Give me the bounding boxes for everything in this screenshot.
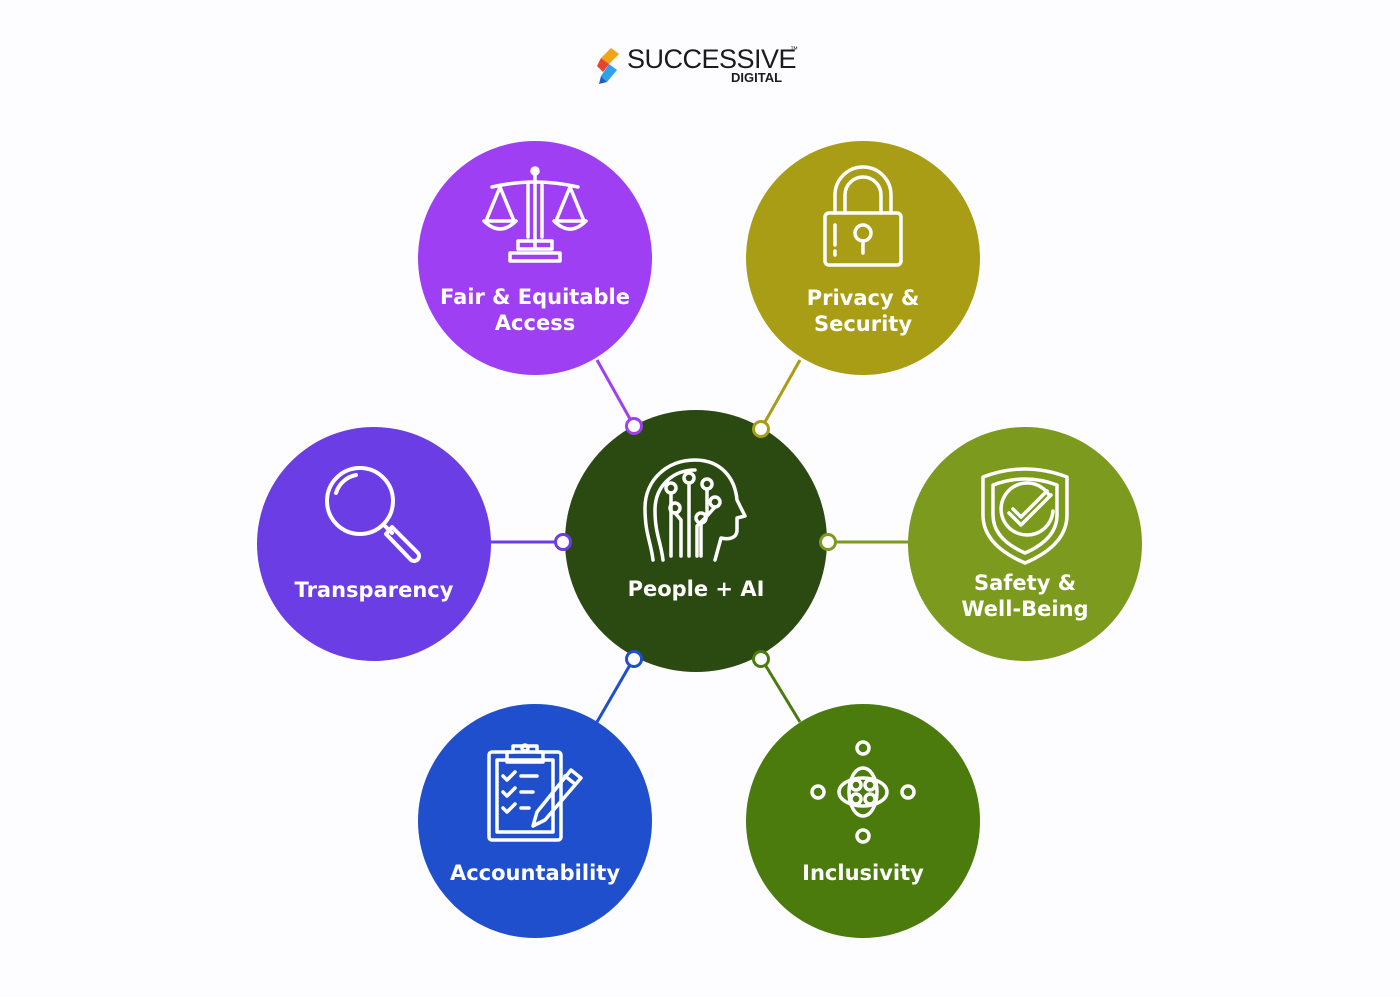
label-line: Transparency xyxy=(294,578,454,602)
connector-dot-safety xyxy=(819,533,837,551)
logo-trademark: ™ xyxy=(790,45,798,54)
ai-head-icon xyxy=(643,458,747,562)
principle-privacy-security: Privacy & Security xyxy=(746,141,980,375)
connector-inclusivity xyxy=(759,657,802,723)
label-line: Well-Being xyxy=(961,597,1089,621)
logo-mark-icon xyxy=(597,48,619,84)
principle-inclusivity: Inclusivity xyxy=(746,704,980,938)
principle-transparency: Transparency xyxy=(257,427,491,661)
logo-name: SUCCESSIVE xyxy=(627,44,797,74)
shield-check-icon xyxy=(981,467,1069,565)
label-line: Security xyxy=(813,312,913,336)
principle-safety-well-being: Safety & Well-Being xyxy=(908,427,1142,661)
connector-accountability xyxy=(595,657,636,723)
label-line: Fair & Equitable xyxy=(440,285,630,309)
label-line: Access xyxy=(494,311,576,335)
label-line: Safety & xyxy=(973,571,1077,595)
connected-circles-icon xyxy=(810,740,916,844)
principle-label: Privacy & Security xyxy=(746,285,980,337)
principle-label: Fair & Equitable Access xyxy=(418,284,652,336)
connector-fair xyxy=(595,359,636,427)
padlock-icon xyxy=(823,165,903,267)
scales-icon xyxy=(482,166,588,263)
principle-label: Inclusivity xyxy=(746,860,980,886)
principle-fair-equitable-access: Fair & Equitable Access xyxy=(418,141,652,375)
principle-accountability: Accountability xyxy=(418,704,652,938)
connector-dot-fair xyxy=(625,417,643,435)
principle-label: Transparency xyxy=(257,577,491,603)
clipboard-checklist-icon xyxy=(487,743,583,842)
connector-dot-inclusivity xyxy=(752,650,770,668)
center-people-ai: People + AI xyxy=(565,410,827,672)
connector-dot-privacy xyxy=(752,420,770,438)
label-line: Privacy & xyxy=(806,286,920,310)
logo-subtitle: DIGITAL xyxy=(731,70,783,85)
connector-dot-transparency xyxy=(554,533,572,551)
principle-label: Accountability xyxy=(418,860,652,886)
principle-label: Safety & Well-Being xyxy=(908,570,1142,622)
connector-privacy xyxy=(759,359,802,430)
magnifier-icon xyxy=(325,466,421,563)
center-label: People + AI xyxy=(627,577,765,601)
successive-digital-logo: SUCCESSIVE ™ DIGITAL xyxy=(597,44,807,90)
label-line: Inclusivity xyxy=(802,861,924,885)
connector-dot-accountability xyxy=(625,650,643,668)
label-line: Accountability xyxy=(449,861,621,885)
